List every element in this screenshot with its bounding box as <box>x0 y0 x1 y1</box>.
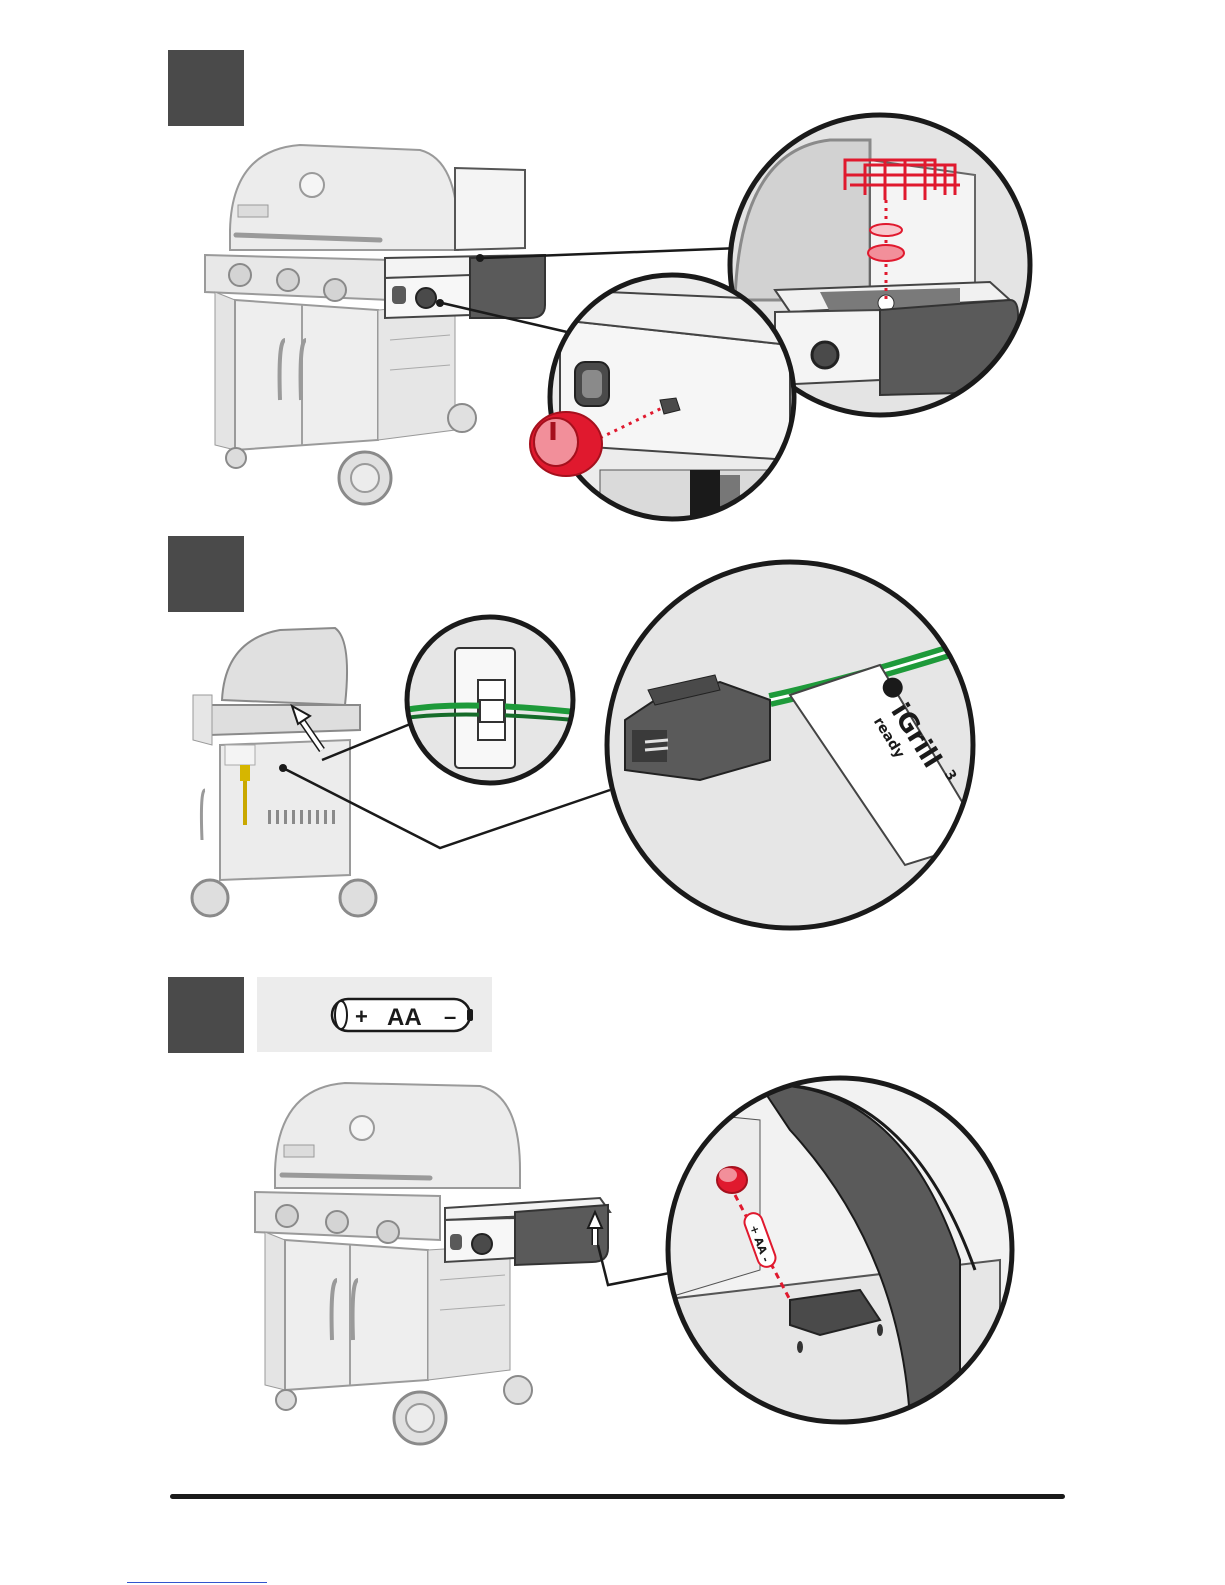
step-2-detail-connector: iGrill 3 ready <box>600 560 985 940</box>
step-3-detail-battery: + AA - <box>660 1075 1020 1435</box>
step-3-grill-illustration <box>255 1083 685 1444</box>
bottom-rule <box>170 1494 1065 1499</box>
step-2-detail-wire-clip <box>400 615 580 795</box>
footer-link-underline[interactable] <box>127 1582 267 1583</box>
